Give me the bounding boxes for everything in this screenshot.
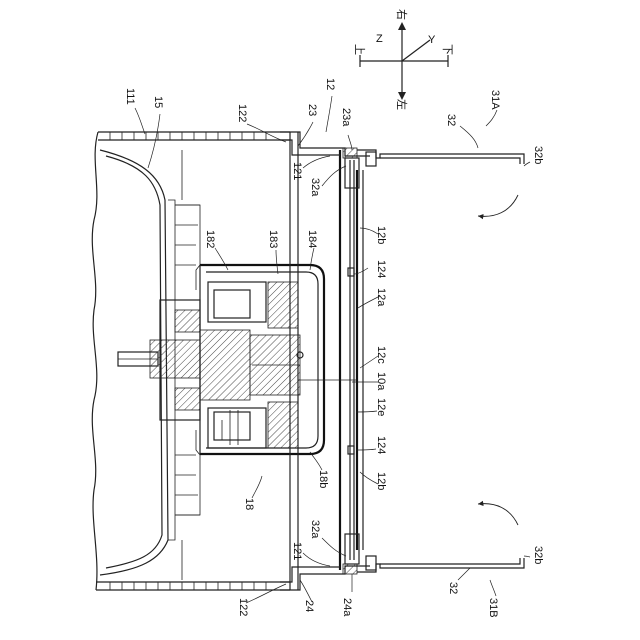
label-24: 24: [303, 600, 315, 612]
direction-right-label: 右: [395, 9, 409, 20]
label-32b-bottom: 32b: [532, 546, 544, 564]
shaft-hub: [200, 330, 250, 400]
label-124-top: 124: [375, 260, 387, 278]
label-32-bottom: 32: [447, 582, 459, 594]
top-cap-ticks: [110, 132, 266, 140]
label-10a: 10a: [375, 372, 387, 391]
label-184: 184: [306, 230, 318, 248]
label-122-bottom: 122: [237, 598, 249, 616]
label-182: 182: [204, 230, 216, 248]
label-121-top: 121: [291, 162, 303, 180]
axis-z-label: Z: [376, 33, 383, 45]
label-18: 18: [243, 498, 255, 510]
label-32a-bottom: 32a: [309, 520, 321, 539]
plate-12: [290, 132, 363, 590]
direction-left-label: 左: [395, 99, 408, 110]
rotate-arrow-bottom: [478, 504, 518, 525]
label-24a: 24a: [341, 598, 353, 617]
label-12b-top: 12b: [375, 226, 387, 244]
label-12c: 12c: [375, 346, 387, 364]
label-32a-top: 32a: [309, 178, 321, 197]
label-32b-top: 32b: [532, 146, 544, 164]
rotate-arrow-top: [478, 195, 518, 216]
label-12a: 12a: [375, 288, 387, 307]
label-31B: 31B: [487, 598, 499, 618]
label-12b-bottom: 12b: [375, 472, 387, 490]
label-23a: 23a: [340, 108, 352, 127]
motor-assembly: [118, 282, 303, 448]
direction-down-label: 下: [441, 44, 454, 55]
label-121-bottom: 121: [291, 542, 303, 560]
label-111: 111: [124, 88, 136, 105]
label-12: 12: [324, 78, 336, 90]
label-32-top: 32: [445, 114, 457, 126]
label-122-top: 122: [236, 104, 248, 122]
label-15: 15: [152, 96, 164, 108]
label-31A: 31A: [489, 90, 501, 110]
bottom-cap-ticks: [110, 582, 266, 590]
label-183: 183: [267, 230, 279, 248]
label-23: 23: [306, 104, 318, 116]
label-124-bottom: 124: [375, 436, 387, 454]
axis-y-label: Y: [428, 34, 436, 46]
label-18b: 18b: [317, 470, 329, 488]
direction-indicator: Z Y 右 左 上 下: [353, 9, 454, 110]
label-12e: 12e: [375, 398, 387, 416]
direction-up-label: 上: [353, 44, 366, 55]
